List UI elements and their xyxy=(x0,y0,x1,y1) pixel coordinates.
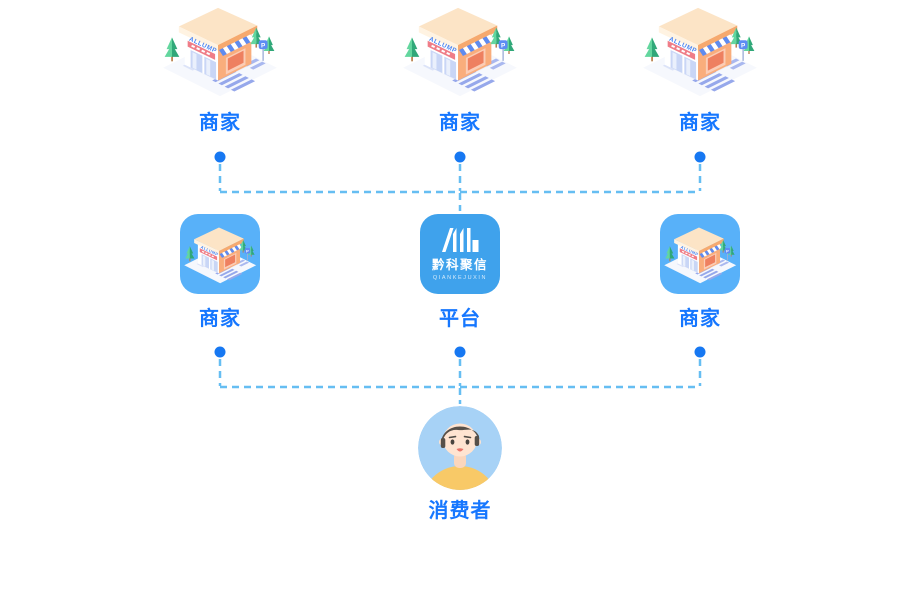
consumer-avatar-icon xyxy=(418,406,502,490)
merchant-label-top-left: 商家 xyxy=(199,112,241,134)
platform-logo-cn-text: 黔科聚信 xyxy=(432,257,488,272)
connection-dot xyxy=(454,346,466,358)
storefront-mini-icon xyxy=(183,226,257,284)
avatar-mouth xyxy=(456,448,464,452)
merchant-label-top-right: 商家 xyxy=(679,112,721,134)
platform-logo: 黔科聚信 QIANKEJUXIN xyxy=(432,228,488,281)
merchant-app-tile-right xyxy=(660,214,740,294)
platform-label: 平台 xyxy=(439,308,481,330)
avatar-hair xyxy=(440,426,480,448)
merchant-app-tile-left xyxy=(180,214,260,294)
connection-dot xyxy=(694,151,706,163)
connection-dot xyxy=(214,346,226,358)
connection-dot xyxy=(454,151,466,163)
storefront-mini-icon xyxy=(663,226,737,284)
connection-dot xyxy=(694,346,706,358)
platform-logo-mark xyxy=(442,228,479,252)
storefront-icon xyxy=(402,6,518,98)
merchant-storefront-top-center xyxy=(402,6,518,98)
merchant-label-mid-left: 商家 xyxy=(199,308,241,330)
platform-app-tile: 黔科聚信 QIANKEJUXIN xyxy=(420,214,500,294)
avatar-face xyxy=(443,423,477,457)
merchant-label-top-center: 商家 xyxy=(439,112,481,134)
avatar-brows xyxy=(448,435,472,439)
upper-connector xyxy=(218,164,702,211)
platform-logo-en-text: QIANKEJUXIN xyxy=(433,275,487,281)
merchant-label-mid-right: 商家 xyxy=(679,308,721,330)
lower-connector xyxy=(218,359,702,404)
connection-dot xyxy=(214,151,226,163)
storefront-icon xyxy=(162,6,278,98)
avatar-eyes xyxy=(450,439,470,445)
avatar-shirt xyxy=(422,466,498,490)
storefront-icon xyxy=(642,6,758,98)
merchant-storefront-top-right xyxy=(642,6,758,98)
consumer-label: 消费者 xyxy=(428,500,492,522)
merchant-storefront-top-left xyxy=(162,6,278,98)
